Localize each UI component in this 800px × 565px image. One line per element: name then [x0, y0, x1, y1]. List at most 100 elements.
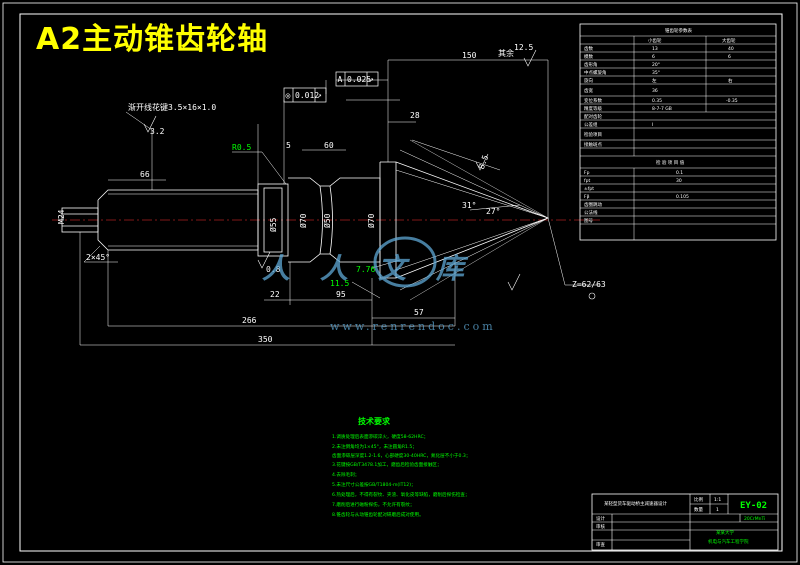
roughness-left: 0.8: [266, 265, 281, 274]
dim-22: 22: [270, 290, 280, 299]
tb-scale: 1:1: [714, 497, 721, 503]
shaft-drawing: [52, 59, 600, 346]
watermark-logo-icon: [373, 236, 437, 288]
dim-350: 350: [258, 335, 273, 344]
dim-115: 11.5: [330, 279, 349, 288]
row2-label: Fp: [584, 170, 590, 176]
tol1-arrow: ↗: [369, 75, 374, 84]
row-value: 6: [652, 54, 655, 60]
dim-d70a: Ø70: [298, 213, 308, 228]
row-value: -0.35: [726, 98, 738, 104]
tb-qty: 1: [716, 507, 719, 513]
dim-95: 95: [336, 290, 346, 299]
row-value: 8-7-7 GB: [652, 106, 672, 112]
tech-requirements: 技术要求 1.调质处理后表面渗碳淬火，硬度58-62HRC； 2.未注倒角均为1…: [332, 416, 470, 518]
dimension-labels: 150 其余 12.5 28 60 5 66 22 95 57 266 350 …: [57, 43, 606, 344]
dim-d50: Ø50: [322, 213, 332, 228]
watermark-url: www.renrendoc.com: [330, 320, 496, 333]
tol2-value: 0.012: [295, 91, 319, 100]
dim-chamfer: 2×45°: [86, 253, 110, 262]
dim-60: 60: [324, 141, 334, 150]
tb-material: 20CrMnTi: [744, 516, 765, 522]
row-value: 左: [652, 77, 657, 84]
row-value: 35°: [652, 70, 660, 76]
roughness-general-label: 其余: [498, 48, 514, 58]
dim-150: 150: [462, 51, 477, 60]
tech-req-item: 8.锥齿轮与从动锥齿轮配对研磨后成对使用。: [332, 511, 424, 518]
tol2-symbol: ◎: [286, 91, 291, 100]
dim-5: 5: [286, 141, 291, 150]
dim-28: 28: [410, 111, 420, 120]
row-value: 0.35: [652, 98, 662, 104]
watermark-cn: 人人文库: [262, 252, 494, 285]
row2-label: Fβ: [584, 194, 590, 200]
tech-req-item: 齿面渗碳层深度1.2-1.6，心部硬度30-40HRC，氮化层不小于0.3；: [332, 452, 470, 459]
row2-label: 齿圈跳动: [584, 201, 602, 208]
tolerance-frame-1: A 0.025 ↗: [335, 71, 379, 87]
dim-776: 7.76: [356, 265, 375, 274]
tol2-arrow: ↗: [317, 91, 322, 100]
tb-code: EY-02: [740, 501, 767, 511]
row2-label: 公法线: [584, 209, 598, 216]
sub-header: 检 验 项 目 值: [656, 159, 685, 166]
dim-57: 57: [414, 308, 424, 317]
row2-label: ±fpt: [584, 186, 594, 192]
tb-school: 某某大学: [716, 529, 734, 536]
tech-req-item: 4.去除毛刺；: [332, 471, 359, 478]
tb-dept: 机电与汽车工程学院: [708, 538, 749, 545]
dim-d55: Ø55: [268, 217, 278, 232]
roughness-symbols: [143, 49, 596, 300]
row-label: 公差组: [584, 121, 598, 128]
roughness-spline: 3.2: [150, 127, 165, 136]
tb-qty-label: 数量: [694, 506, 703, 513]
col-large: 大齿轮: [722, 37, 736, 44]
table-header: 锥齿轮参数表: [665, 27, 692, 34]
row2-label: fpt: [584, 178, 590, 184]
dim-266: 266: [242, 316, 257, 325]
tolerance-frame-2: ◎ 0.012 ↗: [283, 87, 327, 103]
row2-label: 图号: [584, 218, 593, 224]
tb-row-label: 审查: [596, 541, 605, 548]
parameter-table: [579, 23, 777, 241]
tech-req-item: 6.热处理后，不得有裂纹、夹渣、氧化皮等缺陷，磨削后探伤检查；: [332, 491, 470, 498]
tb-name: 某轻型货车驱动桥主减速器设计: [604, 500, 667, 507]
gear-label: Z=62/63: [572, 280, 606, 289]
row-label: 旋向: [584, 77, 593, 84]
row-value: 13: [652, 46, 658, 52]
row-label: 齿数: [584, 45, 593, 52]
row-value: Ⅰ: [652, 122, 653, 128]
row-label: 检验项目: [584, 131, 602, 138]
title-block-text: 某轻型货车驱动桥主减速器设计 比例 1:1 数量 1 EY-02 20CrMnT…: [596, 496, 767, 548]
row-label: 齿形角: [584, 61, 598, 68]
tech-req-item: 1.调质处理后表面渗碳淬火，硬度58-62HRC；: [332, 433, 428, 440]
dim-d70b: Ø70: [366, 213, 376, 228]
tech-req-item: 2.未注倒角均为1×45°，未注圆角R1.5；: [332, 443, 417, 450]
row-label: 齿宽: [584, 87, 593, 94]
roughness-general-value: 12.5: [514, 43, 533, 52]
col-small: 小齿轮: [648, 37, 662, 44]
parameter-table-text: 锥齿轮参数表 小齿轮 大齿轮 齿数 13 40 模数 6 6 齿形角 20° 中…: [584, 27, 738, 224]
tech-req-item: 5.未注尺寸公差按GB/T1804-m(IT12)；: [332, 481, 416, 488]
tech-req-item: 3.花键按GB/T3478.1加工，磨齿后检验齿面接触区；: [332, 461, 442, 468]
tol1-datum: A: [338, 75, 343, 84]
drawing-title: A2主动锥齿轮轴: [36, 22, 269, 57]
row-value: 6: [728, 54, 731, 60]
tol1-value: 0.025: [347, 75, 371, 84]
row-value: 40: [728, 46, 734, 52]
row-label: 中点螺旋角: [584, 69, 607, 76]
spline-callout: 渐开线花键3.5×16×1.0: [128, 102, 216, 112]
dim-angle-2: 27°: [486, 207, 500, 216]
row-label: 变位系数: [584, 97, 602, 104]
inner-border: [19, 13, 783, 552]
row-label: 模数: [584, 53, 593, 60]
tb-scale-label: 比例: [694, 496, 703, 503]
tb-row-label: 审核: [596, 523, 605, 530]
tb-row-label: 设计: [596, 515, 605, 522]
row-label: 配对齿轮: [584, 113, 602, 120]
tech-req-item: 7.磨削后进行磁粉探伤，不允许有裂纹；: [332, 501, 414, 508]
dim-m24: M24: [57, 209, 66, 224]
watermark: 人人文库 www.renrendoc.com: [262, 236, 496, 333]
row2-value: 0.1: [676, 170, 683, 176]
